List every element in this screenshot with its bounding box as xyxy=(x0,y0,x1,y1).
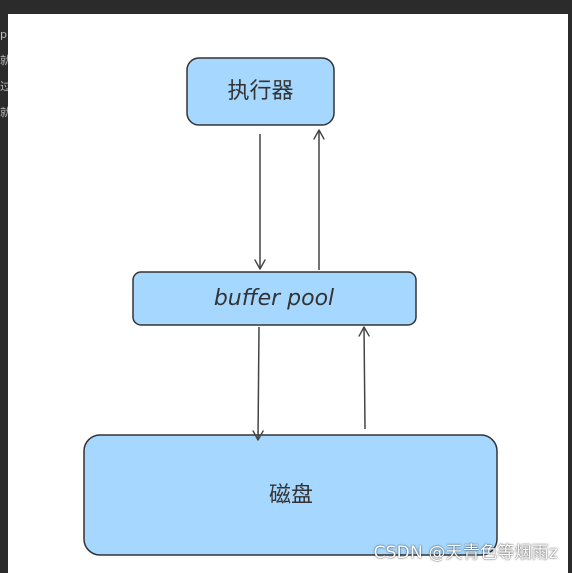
left-edge-text-line: 就 xyxy=(0,54,8,67)
node-disk-box xyxy=(83,434,498,556)
node-buffer-pool-box xyxy=(132,271,417,326)
left-edge-text-line: 就 xyxy=(0,106,8,119)
left-edge-text-line: 过 xyxy=(0,80,8,93)
node-executor-label: 执行器 xyxy=(227,79,293,104)
arrow-buffer-pool-to-disk xyxy=(252,326,264,441)
left-edge-text-line: p xyxy=(0,28,7,41)
node-disk: 磁盘 xyxy=(83,434,498,556)
arrow-disk-to-buffer-pool xyxy=(358,326,370,430)
diagram-svg: 执行器 buffer pool 磁盘 xyxy=(83,57,498,556)
node-buffer-pool-label: buffer pool xyxy=(214,286,334,311)
node-buffer-pool: buffer pool xyxy=(132,271,417,326)
node-executor: 执行器 xyxy=(186,57,335,126)
node-executor-box xyxy=(186,57,335,126)
csdn-watermark: CSDN @天青色等烟雨z xyxy=(373,543,558,563)
diagram-canvas: 执行器 buffer pool 磁盘 xyxy=(8,14,568,573)
left-edge-text: p 就 过 就 xyxy=(0,22,8,126)
node-disk-label: 磁盘 xyxy=(269,483,313,508)
